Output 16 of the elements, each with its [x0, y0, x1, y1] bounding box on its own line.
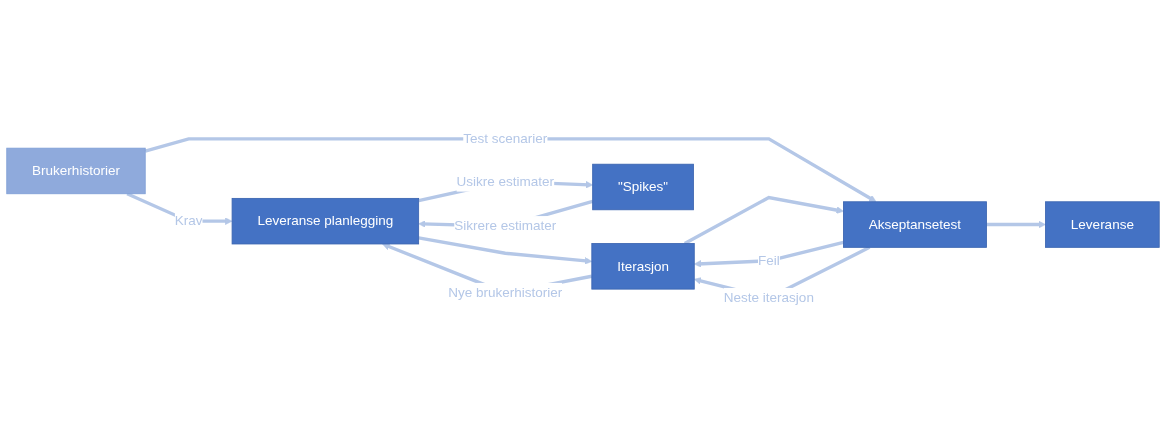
node-box: "Spikes" [592, 163, 694, 211]
edge-label: Neste iterasjon [723, 290, 814, 305]
edge-label: Feil [757, 253, 780, 268]
node-box: Iterasjon [591, 243, 695, 290]
edge-label: Usikre estimater [456, 173, 555, 189]
arrow [986, 220, 1046, 229]
node-box: Leveranse [1045, 201, 1160, 248]
node-box: Akseptansetest [843, 201, 987, 248]
arrow [693, 240, 844, 268]
arrow [418, 236, 593, 265]
edge-label: Sikrere estimater [454, 218, 557, 234]
edge-label: Nye brukerhistorier [448, 285, 563, 300]
edge-label: Krav [174, 213, 203, 228]
node-box: Brukerhistorier [6, 147, 146, 195]
node-box: Leveranse planlegging [231, 198, 420, 245]
edge-label: Test scenarier [463, 131, 548, 146]
